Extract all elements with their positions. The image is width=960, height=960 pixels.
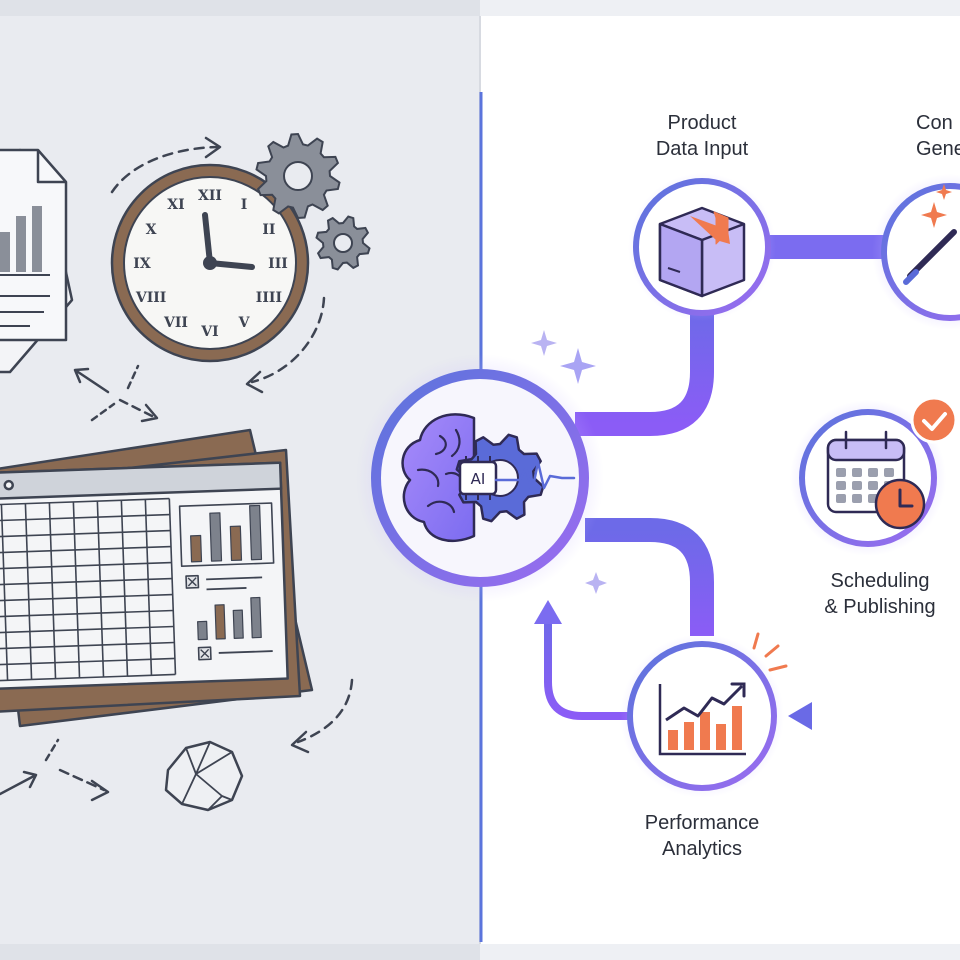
clock-numeral: II — [262, 222, 275, 238]
grid-line — [0, 593, 173, 603]
arrowhead-icon — [788, 702, 812, 730]
document-chart-icon — [0, 148, 74, 374]
grid-line — [168, 498, 177, 675]
box-icon — [658, 206, 746, 298]
calendar-day-cell — [884, 468, 894, 477]
grid-line — [0, 577, 173, 587]
calendar-day-cell — [868, 481, 878, 490]
arrowhead-icon — [534, 600, 562, 624]
clock-numeral: VIII — [135, 290, 167, 306]
grid-line — [0, 529, 171, 539]
dashed-arrow-icon — [250, 296, 326, 384]
check-badge-icon — [910, 396, 958, 444]
top-border — [0, 0, 480, 16]
grid-line — [0, 673, 176, 682]
right-panel: AI — [356, 0, 960, 960]
calendar-day-cell — [836, 481, 846, 490]
clock-numeral: V — [238, 315, 251, 331]
scheduling-publishing-label: Scheduling & Publishing — [800, 568, 960, 620]
arrowhead-icon — [245, 370, 264, 394]
brain-gear-icon: AI — [401, 413, 576, 543]
clock-numeral: VII — [163, 315, 188, 331]
grid-line — [144, 499, 153, 676]
label-line: Product — [667, 112, 737, 134]
gear-icon — [255, 132, 371, 271]
grid-line — [0, 657, 175, 666]
burst-lines-icon — [752, 632, 788, 672]
grid-line — [0, 497, 170, 507]
content-generation-label: Con Gene — [894, 110, 960, 162]
clock-numeral: III — [268, 256, 288, 272]
grid-line — [0, 545, 172, 555]
calendar-day-cell — [852, 481, 862, 490]
clock-numeral: X — [146, 222, 157, 238]
bottom-border — [480, 944, 960, 960]
clock-numeral: I — [241, 197, 248, 213]
grid-line — [72, 501, 81, 678]
label-line: Performance — [644, 812, 760, 834]
spreadsheet-icon — [0, 428, 314, 728]
grid-line — [0, 625, 174, 635]
grid-line — [0, 641, 175, 650]
performance-analytics-label: Performance Analytics — [612, 810, 792, 862]
grid-line — [120, 500, 129, 677]
grid-line — [24, 503, 33, 680]
label-line: Gene — [916, 138, 960, 160]
grid-line — [0, 513, 170, 523]
clock-numeral: VI — [200, 324, 218, 340]
ai-badge-label: AI — [471, 470, 486, 488]
ai-hub-node: AI — [356, 354, 604, 602]
label-line: Scheduling — [830, 570, 930, 592]
label-line: Con — [916, 112, 953, 134]
crumpled-paper-icon — [164, 740, 244, 812]
clock-numeral: XI — [167, 197, 184, 213]
clock-numeral: IIII — [256, 290, 282, 306]
calendar-day-cell — [836, 494, 846, 503]
grid-line — [0, 504, 9, 681]
label-line: Analytics — [661, 838, 743, 860]
grid-line — [48, 502, 57, 679]
arrowhead-icon — [290, 730, 310, 754]
grid-line — [96, 501, 105, 678]
top-border — [480, 0, 960, 16]
label-line: & Publishing — [824, 596, 936, 618]
grid-line — [0, 561, 172, 571]
scheduling-publishing-node — [790, 396, 958, 556]
magic-wand-icon — [903, 184, 957, 285]
calendar-day-cell — [852, 468, 862, 477]
sparkle-icon — [531, 330, 607, 594]
calendar-day-cell — [836, 468, 846, 477]
calendar-day-cell — [868, 468, 878, 477]
label-line: Data Input — [655, 138, 749, 160]
product-data-input-label: Product Data Input — [640, 110, 764, 162]
bottom-border — [0, 944, 480, 960]
chaotic-arrows-icon — [0, 738, 110, 802]
content-generation-node — [872, 174, 960, 330]
dashed-arrow-icon — [110, 145, 220, 194]
clock-numeral: XII — [198, 188, 222, 204]
grid-line — [0, 609, 174, 619]
chaotic-arrows-icon — [73, 364, 159, 423]
calendar-clock-icon — [826, 430, 926, 530]
clock-numeral: IX — [133, 256, 151, 272]
growth-chart-icon — [658, 682, 746, 756]
product-data-input-node — [628, 173, 776, 321]
calendar-day-cell — [852, 494, 862, 503]
dashed-arrow-icon — [296, 678, 354, 744]
flow-connectors — [544, 235, 960, 720]
arrowhead-icon — [204, 136, 222, 159]
performance-analytics-node — [620, 632, 788, 798]
